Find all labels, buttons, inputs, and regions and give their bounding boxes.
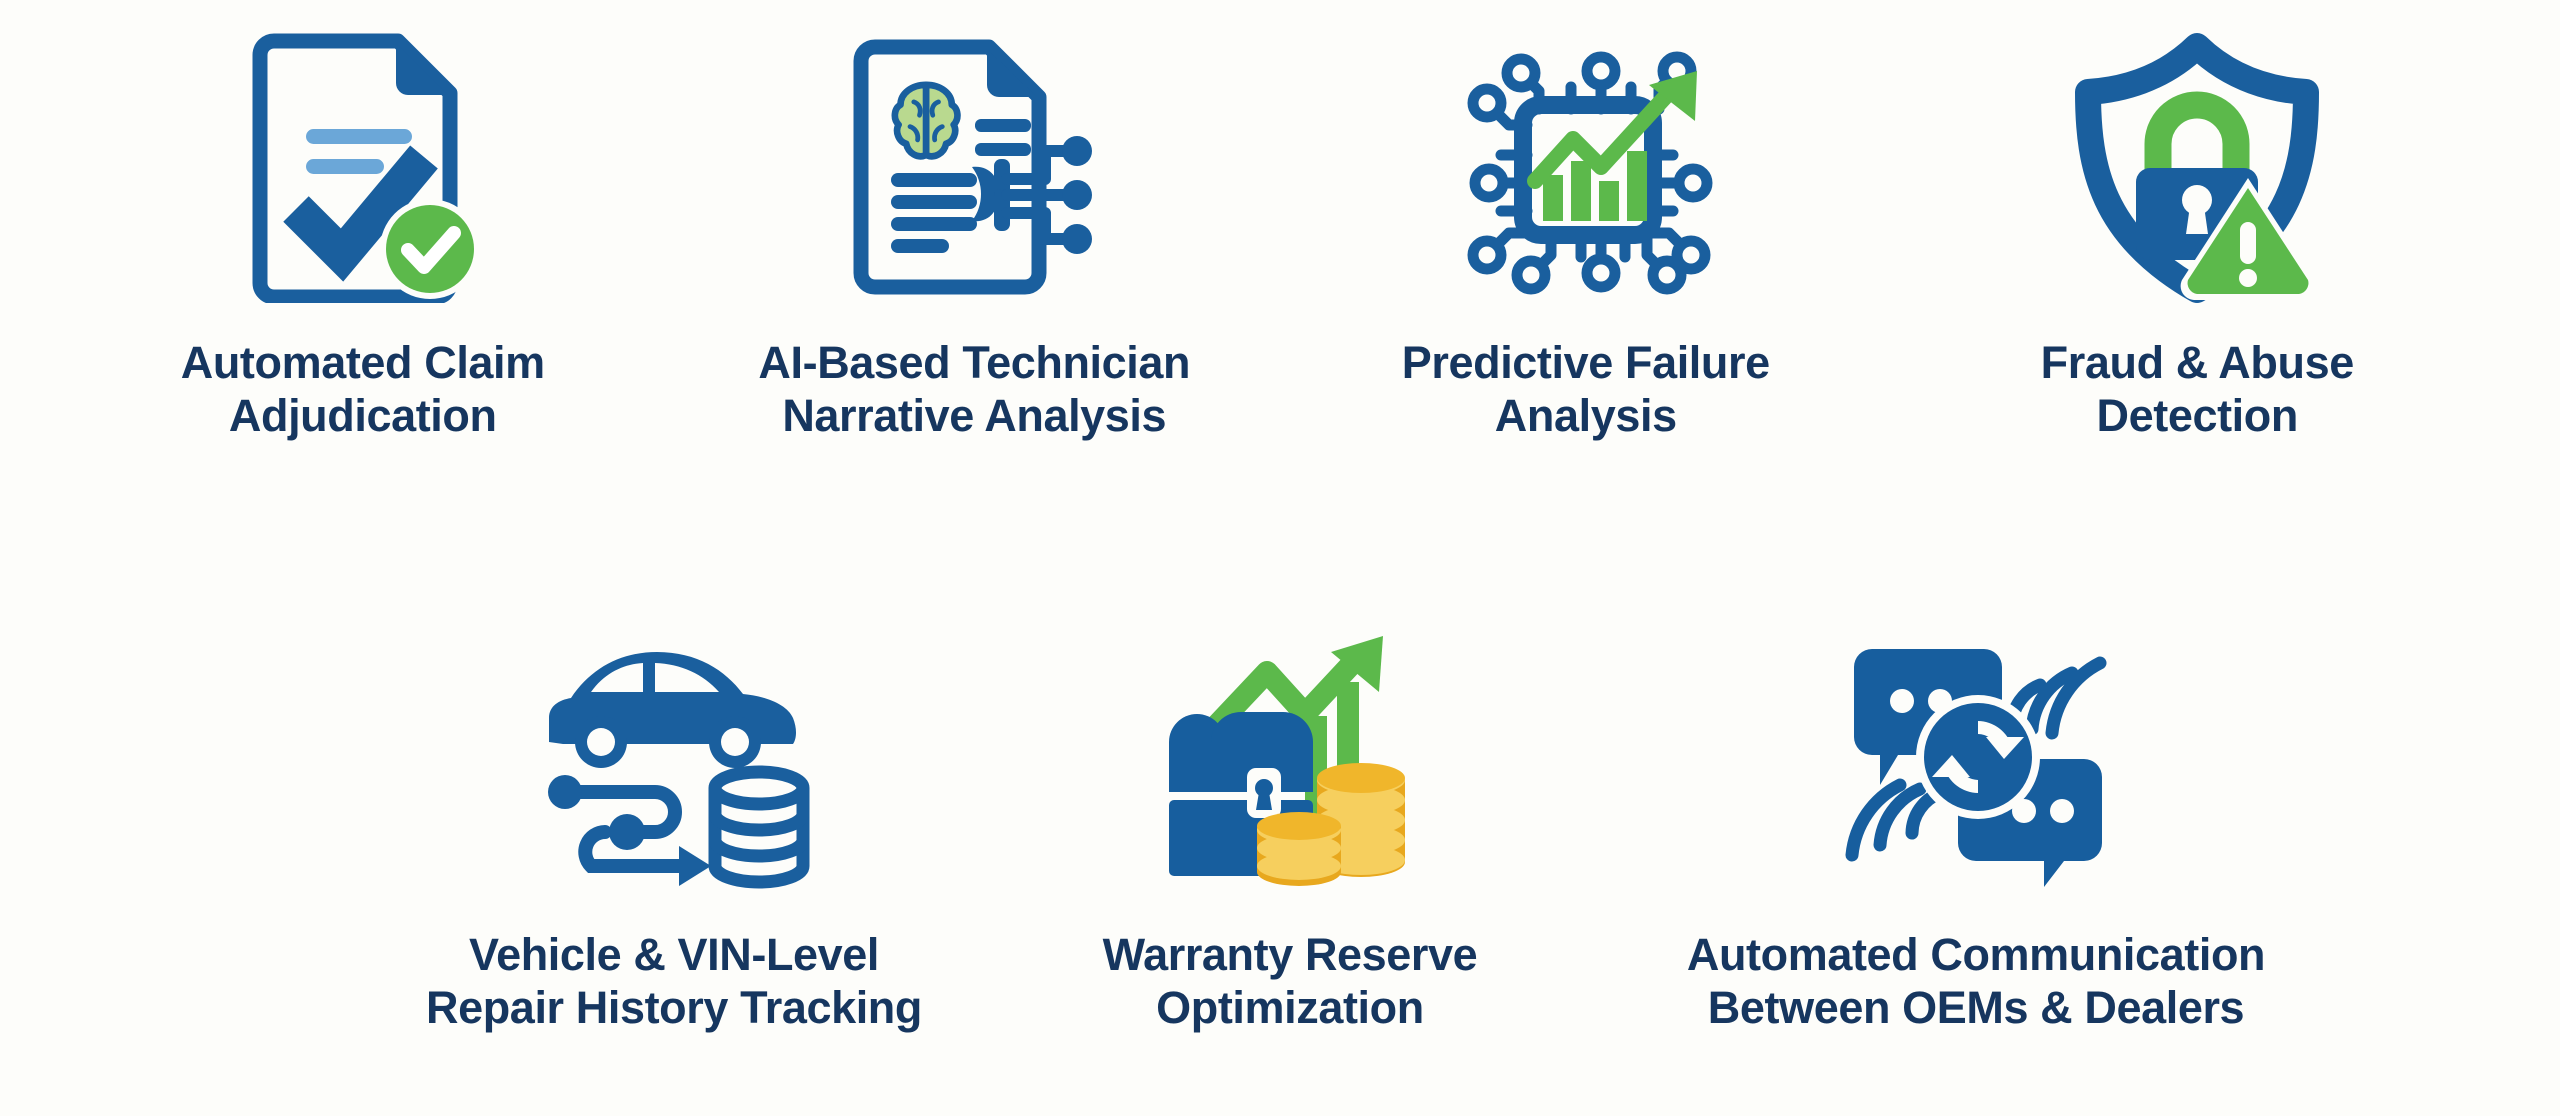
- document-check-icon: [238, 18, 488, 318]
- capability-label: Automated Claim Adjudication: [180, 337, 545, 442]
- capability-label: Warranty Reserve Optimization: [1102, 929, 1478, 1034]
- capability-label: AI-Based Technician Narrative Analysis: [758, 337, 1191, 442]
- capability-row-bottom: Vehicle & VIN-Level Repair History Track…: [0, 610, 2560, 1034]
- capability-card-ai-technician-narrative[interactable]: AI-Based Technician Narrative Analysis: [702, 18, 1248, 442]
- capability-label: Vehicle & VIN-Level Repair History Track…: [426, 929, 922, 1034]
- capability-card-automated-communication[interactable]: Automated Communication Between OEMs & D…: [1626, 610, 2326, 1034]
- capability-card-predictive-failure-analysis[interactable]: Predictive Failure Analysis: [1313, 18, 1859, 442]
- car-data-flow-database-icon: [529, 610, 819, 910]
- treasure-chest-coins-growth-icon: [1155, 610, 1425, 910]
- capability-label: Predictive Failure Analysis: [1401, 337, 1770, 442]
- capability-row-top: Automated Claim Adjudication: [0, 18, 2560, 442]
- microchip-growth-chart-icon: [1451, 18, 1721, 318]
- capability-card-automated-claim-adjudication[interactable]: Automated Claim Adjudication: [90, 18, 636, 442]
- chat-bubbles-sync-icon: [1836, 610, 2116, 910]
- capability-label: Automated Communication Between OEMs & D…: [1686, 929, 2266, 1034]
- ai-document-brain-icon: [839, 18, 1109, 318]
- capability-card-fraud-abuse-detection[interactable]: Fraud & Abuse Detection: [1925, 18, 2471, 442]
- shield-lock-warning-icon: [2062, 18, 2332, 318]
- capability-label: Fraud & Abuse Detection: [2040, 337, 2355, 442]
- capability-card-vin-repair-history[interactable]: Vehicle & VIN-Level Repair History Track…: [394, 610, 954, 1034]
- capability-card-warranty-reserve-optimization[interactable]: Warranty Reserve Optimization: [1010, 610, 1570, 1034]
